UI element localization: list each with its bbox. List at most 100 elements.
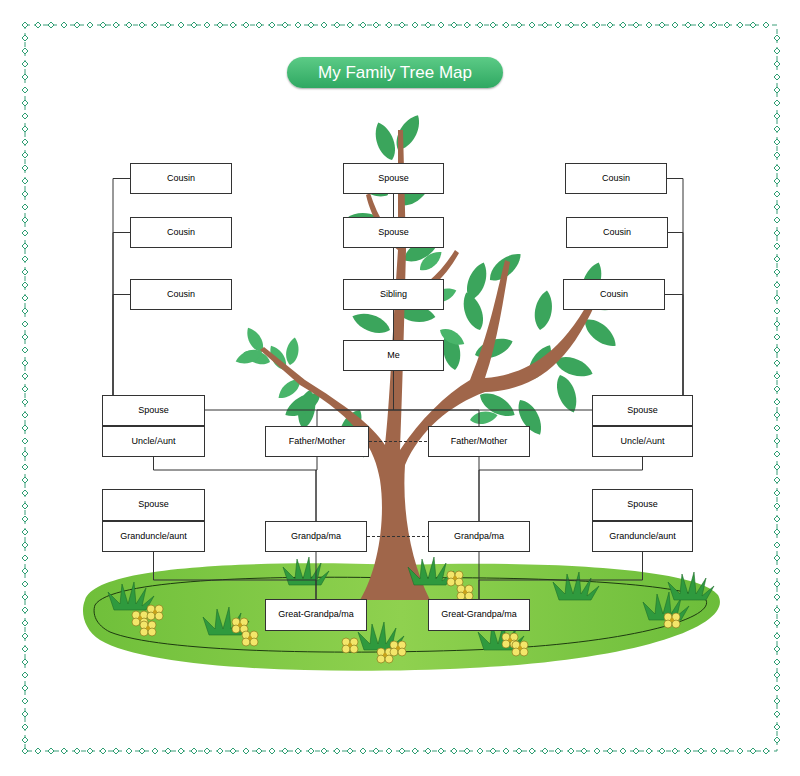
border-diamond [282, 22, 288, 28]
border-diamond [22, 529, 28, 535]
border-diamond [774, 646, 780, 652]
border-diamond [22, 243, 28, 249]
grass-and-flowers [108, 557, 714, 663]
border-diamond [774, 659, 780, 665]
border-diamond [774, 542, 780, 548]
border-diamond [22, 61, 28, 67]
border-diamond [774, 425, 780, 431]
border-diamond [477, 748, 483, 754]
border-diamond [35, 748, 41, 754]
member-label: Spouse [627, 500, 658, 510]
border-diamond [774, 737, 780, 743]
border-diamond [490, 22, 496, 28]
family-member-box: Cousin [130, 279, 232, 310]
border-diamond [61, 748, 67, 754]
family-member-box: Father/Mother [428, 426, 530, 457]
border-diamond [22, 711, 28, 717]
border-diamond [22, 360, 28, 366]
border-diamond [659, 748, 665, 754]
border-diamond [22, 295, 28, 301]
member-label: Grandpa/ma [454, 532, 504, 542]
family-member-box: Great-Grandpa/ma [265, 599, 367, 631]
border-diamond [113, 748, 119, 754]
member-label: Cousin [167, 174, 195, 184]
border-diamond [774, 269, 780, 275]
border-diamond [22, 347, 28, 353]
border-diamond [646, 748, 652, 754]
border-diamond [774, 529, 780, 535]
border-diamond [464, 748, 470, 754]
border-diamond [555, 22, 561, 28]
border-diamond [774, 347, 780, 353]
border-diamond [425, 22, 431, 28]
border-diamond [581, 22, 587, 28]
family-member-box: Spouse [343, 163, 444, 194]
border-diamond [774, 178, 780, 184]
border-diamond [113, 22, 119, 28]
border-diamond [373, 22, 379, 28]
border-diamond [516, 22, 522, 28]
family-member-box: Uncle/Aunt [102, 426, 205, 457]
member-label: Spouse [138, 500, 169, 510]
border-diamond [74, 748, 80, 754]
border-diamond [22, 464, 28, 470]
border-diamond [774, 139, 780, 145]
tree-trunk [260, 130, 600, 600]
border-diamond [425, 748, 431, 754]
member-label: Uncle/Aunt [620, 437, 664, 447]
border-diamond [22, 581, 28, 587]
family-connector [393, 310, 394, 340]
border-diamond [22, 672, 28, 678]
border-diamond [243, 22, 249, 28]
border-diamond [774, 204, 780, 210]
border-diamond [724, 22, 730, 28]
member-label: Cousin [167, 228, 195, 238]
border-diamond [750, 22, 756, 28]
border-diamond [22, 698, 28, 704]
border-diamond [152, 748, 158, 754]
family-connector [154, 552, 317, 599]
border-diamond [659, 22, 665, 28]
border-diamond [22, 100, 28, 106]
border-diamond [724, 748, 730, 754]
border-diamond [529, 22, 535, 28]
border-diamond [22, 555, 28, 561]
family-connector [667, 179, 683, 396]
border-diamond [308, 22, 314, 28]
border-diamond [22, 48, 28, 54]
border-diamond [334, 748, 340, 754]
family-connector [316, 552, 317, 599]
border-diamond [774, 503, 780, 509]
border-diamond [774, 386, 780, 392]
border-diamond [295, 22, 301, 28]
border-diamond [774, 295, 780, 301]
family-connector [205, 410, 592, 411]
border-diamond [100, 22, 106, 28]
border-diamond [503, 748, 509, 754]
border-diamond [22, 126, 28, 132]
family-member-box: Father/Mother [265, 426, 369, 457]
border-diamond [774, 698, 780, 704]
border-diamond [22, 35, 28, 41]
border-diamond [672, 748, 678, 754]
border-diamond [594, 22, 600, 28]
border-diamond [774, 308, 780, 314]
border-diamond [191, 748, 197, 754]
border-diamond [711, 22, 717, 28]
border-diamond [321, 748, 327, 754]
border-diamond [581, 748, 587, 754]
border-diamond [438, 22, 444, 28]
member-label: Sibling [380, 290, 407, 300]
border-diamond [22, 373, 28, 379]
border-diamond [256, 22, 262, 28]
member-label: Spouse [138, 406, 169, 416]
family-connector [367, 536, 428, 537]
border-diamond [774, 711, 780, 717]
family-connector [369, 441, 428, 442]
family-member-box: Grandpa/ma [428, 521, 530, 552]
border-diamond [774, 165, 780, 171]
border-diamond [750, 748, 756, 754]
